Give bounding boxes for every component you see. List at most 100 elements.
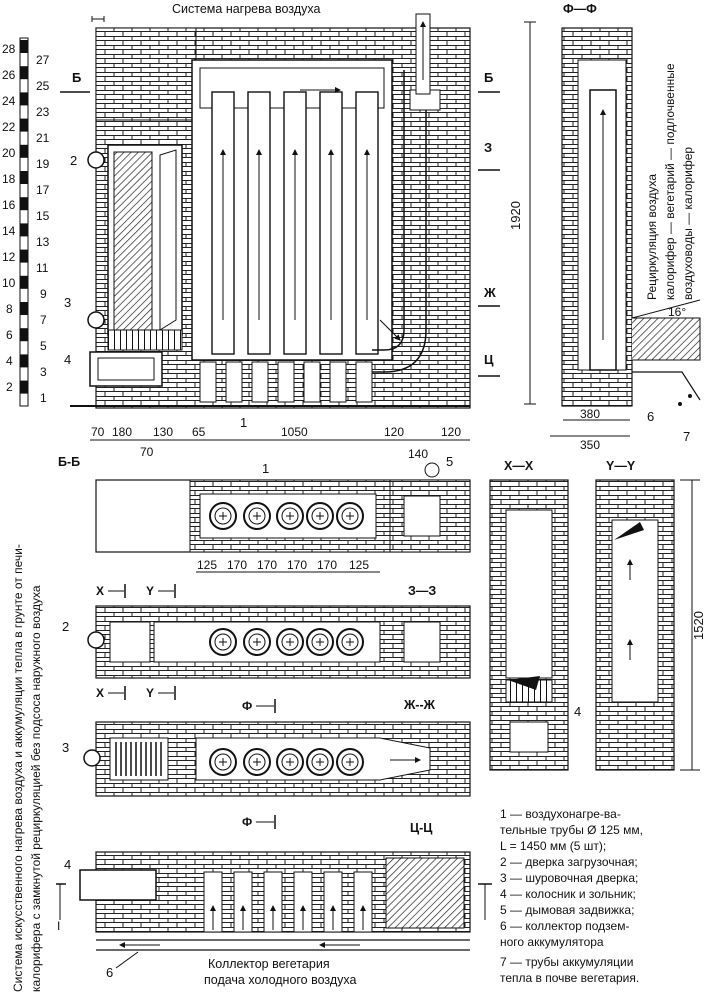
scale-block [20, 354, 28, 368]
section-title-xx: X—X [504, 459, 534, 473]
scale-block [20, 302, 28, 315]
legend-line: 3 — шуровочная дверка; [500, 871, 638, 885]
marker-y-top: Y [146, 584, 176, 598]
svg-text:Ц: Ц [484, 352, 494, 367]
callout-7-top: 7 [683, 429, 690, 444]
floor-channel [203, 871, 223, 933]
svg-text:120: 120 [441, 425, 461, 439]
pipe-center [219, 758, 227, 766]
scale-block [20, 171, 28, 184]
svg-text:Система искусственного нагрева: Система искусственного нагрева воздуха и… [11, 544, 25, 992]
pipe-center [316, 638, 324, 646]
row-label: 5 [40, 339, 47, 353]
floor-channel [323, 871, 343, 933]
svg-text:Ж: Ж [483, 285, 496, 300]
row-scale-left-labels: 28 26 24 22 20 18 16 14 12 10 8 6 4 2 [2, 42, 16, 394]
section-marker-b-right: Б [478, 70, 500, 93]
legend-line: 2 — дверка загрузочная; [500, 855, 638, 869]
pipe-center [219, 512, 227, 520]
marker-f-mid: Ф [242, 699, 276, 713]
floor-channel [263, 871, 283, 933]
legend-line: 7 — трубы аккумуляции [500, 955, 633, 969]
row-label: 27 [36, 53, 50, 67]
marker-i-left: I [56, 883, 66, 933]
row-scale-right-labels: 27 25 23 21 19 17 15 13 11 9 7 5 3 1 [36, 53, 50, 405]
section-title-zhzh: Ж--Ж [403, 698, 436, 712]
pipe-center [253, 758, 261, 766]
callout-1: 1 [240, 415, 247, 430]
section-ff [561, 27, 701, 407]
callout-4: 4 [64, 352, 71, 367]
marker-f-low: Ф [242, 815, 276, 829]
scale-block [20, 380, 28, 394]
height-dimension-1520: 1520 [680, 479, 705, 771]
legend-line: 5 — дымовая задвижка; [500, 903, 634, 917]
marker-y-mid: Y [146, 686, 176, 700]
scale-block [20, 223, 28, 237]
air-channel [199, 361, 217, 403]
svg-text:1920: 1920 [508, 201, 523, 230]
floor-channel [293, 871, 313, 933]
section-title-zz: З—З [408, 584, 436, 598]
row-label: 3 [40, 365, 47, 379]
callout-6-bottom: 6 [106, 965, 113, 980]
row-scale [19, 37, 29, 407]
air-channel [251, 361, 269, 403]
pipe-center [253, 638, 261, 646]
svg-text:Рециркуляция воздуха: Рециркуляция воздуха [645, 174, 659, 300]
callout-5: 5 [446, 454, 453, 469]
scale-block [20, 249, 28, 263]
row-label: 26 [2, 68, 16, 82]
svg-text:Y: Y [146, 584, 154, 598]
legend: 1 — воздухонагре-ва- тельные трубы Ø 125… [500, 807, 643, 985]
section-marker-ts: Ц [478, 352, 500, 377]
svg-text:Ф: Ф [242, 699, 252, 713]
floor-channel [353, 871, 373, 933]
svg-text:1050: 1050 [281, 425, 308, 439]
svg-text:125: 125 [349, 558, 369, 572]
legend-line: 1 — воздухонагре-ва- [500, 807, 621, 821]
row-label: 14 [2, 224, 16, 238]
plan-zz [87, 605, 471, 679]
svg-text:350: 350 [580, 438, 600, 452]
row-label: 10 [2, 276, 16, 290]
svg-text:калорифер — вегетарий — подлоч: калорифер — вегетарий — подлочвенные [663, 63, 677, 300]
svg-text:70: 70 [91, 425, 105, 439]
scale-block [20, 197, 28, 211]
plan-tsts [79, 851, 471, 951]
legend-line: тельные трубы Ø 125 мм, [500, 823, 643, 837]
pipe-center [253, 512, 261, 520]
svg-text:170: 170 [317, 558, 337, 572]
row-label: 21 [36, 131, 50, 145]
pipe-center [219, 638, 227, 646]
svg-text:70: 70 [140, 445, 154, 459]
callout-3: 3 [64, 295, 71, 310]
dim-140: 140 [408, 447, 428, 461]
section-yy [595, 479, 675, 771]
pipe-center [316, 758, 324, 766]
svg-text:180: 180 [112, 425, 132, 439]
callout-6-leader [115, 951, 139, 969]
marker-i-right [478, 883, 492, 920]
row-label: 8 [6, 302, 13, 316]
pipe-center [316, 512, 324, 520]
pipe-center [346, 758, 354, 766]
air-channel [329, 361, 347, 403]
svg-text:170: 170 [287, 558, 307, 572]
svg-text:X: X [96, 686, 104, 700]
svg-text:З: З [484, 140, 492, 155]
callout-4-xx: 4 [574, 704, 581, 719]
plan-dimension-row: 70 180 130 65 1050 120 120 70 [90, 425, 470, 459]
svg-text:воздуховоды — калорифер: воздуховоды — калорифер [681, 147, 695, 300]
row-label: 12 [2, 250, 16, 264]
diagram-title: Система нагрева воздуха [172, 2, 320, 16]
left-vertical-caption: Система искусственного нагрева воздуха и… [11, 544, 43, 992]
height-dimension: 1920 [508, 21, 536, 405]
row-label: 18 [2, 172, 16, 186]
callout-6-top: 6 [647, 409, 654, 424]
svg-text:130: 130 [153, 425, 173, 439]
scale-block [20, 275, 28, 289]
row-label: 23 [36, 105, 50, 119]
svg-text:65: 65 [192, 425, 206, 439]
angle-label: 16° [668, 305, 686, 319]
